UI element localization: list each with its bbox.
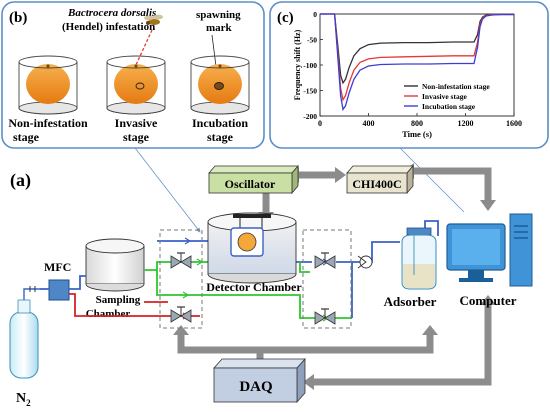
arrow-chi-computer (414, 167, 492, 200)
arrow-computer-daq (314, 305, 492, 386)
y-tick-label: -100 (303, 61, 317, 70)
line-green-bypass (200, 294, 352, 319)
line-green-right (299, 262, 310, 273)
valve-left-bottom (170, 306, 192, 323)
y-tick-label: 0 (313, 10, 317, 19)
series-line-3 (320, 13, 514, 112)
title-rest: (Hendel) infestation (62, 21, 155, 33)
chi400c-box: CHI400C (346, 164, 414, 195)
jar-invasive (106, 55, 166, 115)
line-to-adsorber (336, 261, 353, 318)
y-tick-label: -50 (307, 36, 317, 45)
y-tick-label: -150 (303, 87, 317, 96)
oscillator-label: Oscillator (225, 177, 276, 191)
stage-label-1b: stage (13, 130, 40, 144)
adsorber: Adsorber (384, 227, 437, 309)
chi400c-label: CHI400C (352, 177, 401, 191)
pc-tower (509, 213, 533, 287)
valve-right-top (314, 252, 336, 269)
oscillator-box: Oscillator (208, 164, 299, 195)
line-red-purge (69, 293, 200, 317)
valve-group-left (159, 229, 203, 329)
x-tick-label: 400 (363, 119, 375, 128)
arrowhead-chi-in (335, 167, 346, 183)
x-tick-label: 1200 (458, 119, 474, 128)
stage-label-1a: Non-infestation (8, 116, 88, 130)
jar-incubation (190, 55, 250, 115)
legend-entry: Incubation stage (422, 102, 476, 111)
x-tick-label: 0 (318, 119, 322, 128)
line-adsorber-in (352, 241, 400, 263)
panel-b: (b) Bactrocera dorsalis (Hendel) infesta… (1, 1, 265, 149)
x-tick-label: 1600 (506, 119, 522, 128)
stage-label-3a: Incubation (192, 116, 248, 130)
n2-tank: N2 (9, 286, 40, 408)
adsorber-label: Adsorber (384, 294, 437, 309)
check-valve (357, 255, 373, 269)
line-mfc-chamber (69, 275, 86, 290)
spawning-label-1: spawning (196, 9, 241, 21)
n2-label: N2 (16, 391, 31, 408)
computer-label: Computer (459, 293, 516, 308)
spawning-label-2: mark (206, 22, 233, 34)
mfc-unit: MFC (44, 260, 71, 301)
arrowhead-daq-left (303, 374, 314, 390)
spawning-mark-invasive (135, 82, 145, 90)
detector-label: Detector Chamber (206, 280, 302, 294)
panel-c: (c) 0 400 800 1200 1600 0 -50 -100 -150 -200Time … (269, 1, 549, 149)
jar-non-infestation (18, 55, 78, 115)
arrowhead-computer-down (480, 200, 496, 211)
detector-chamber: Detector Chamber (206, 212, 302, 294)
stage-label-3b: stage (207, 130, 234, 144)
sampling-chamber: Sampling Chamber (85, 238, 145, 320)
legend-entry: Non-infestation stage (422, 82, 490, 91)
title-species: Bactrocera dorsalis (67, 7, 156, 19)
valve-left-top (170, 252, 192, 269)
fly-icon (144, 14, 163, 25)
chart-plot-area (319, 13, 515, 117)
arrow-valves-daq (177, 335, 434, 354)
sampling-label-1: Sampling (96, 294, 141, 306)
sampling-label-2: Chamber (86, 308, 131, 320)
stage-label-2a: Invasive (115, 116, 158, 130)
panel-c-label: (c) (277, 10, 294, 26)
daq-box: DAQ (213, 357, 306, 404)
crystal-sensor (237, 232, 257, 252)
y-axis-label: Frequency shift (Hz) (293, 29, 302, 100)
signal-arrows (177, 167, 492, 386)
line-green-mid (144, 261, 232, 271)
legend-entry: Invasive stage (422, 92, 467, 101)
panel-b-label: (b) (9, 10, 27, 26)
line-green-low (156, 270, 200, 296)
arrowhead-valve2-up (422, 325, 438, 335)
spawning-mark-incubation (214, 82, 224, 90)
daq-label: DAQ (239, 379, 273, 395)
panel-a-label: (a) (10, 170, 31, 191)
stage-label-2b: stage (123, 130, 150, 144)
panel-a: (a) Oscillator (9, 163, 533, 408)
arrowhead-computer-up (480, 295, 496, 305)
y-tick-label: -200 (303, 112, 317, 121)
valve-group-right (302, 229, 352, 329)
line-adsorber-out (424, 220, 439, 236)
computer: Computer (446, 213, 533, 308)
arrowhead-valve1-up (173, 325, 189, 335)
x-tick-label: 800 (411, 119, 423, 128)
x-axis-label: Time (s) (402, 129, 432, 139)
mfc-label: MFC (44, 260, 71, 274)
connector-to-panel-c (399, 147, 465, 213)
valve-right-bottom (314, 308, 336, 325)
infestation-arrow (129, 29, 153, 80)
connector-to-panel-b (134, 147, 201, 233)
